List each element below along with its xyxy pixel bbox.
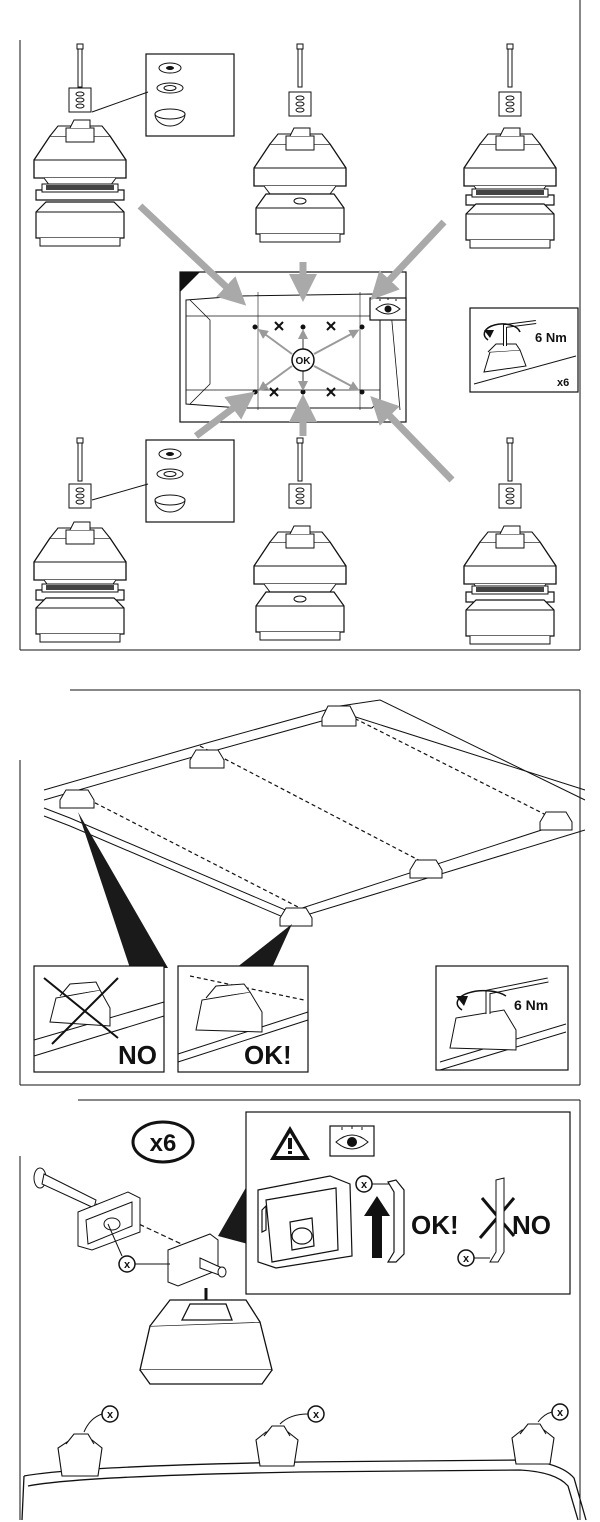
roof-plan: OK: [179, 271, 407, 423]
foot-icon: [463, 127, 557, 195]
foot-icon: [463, 525, 557, 593]
foot-icon: [33, 521, 127, 589]
panel-3-fitting: x6 x: [19, 1099, 587, 1521]
clip-part-left: [77, 1191, 141, 1251]
cross-icon: [269, 321, 336, 397]
svg-text:x: x: [361, 1179, 368, 1191]
ok-label: OK: [296, 356, 312, 367]
foot-icon: [139, 1299, 273, 1385]
callout-wedge-detail: [218, 1184, 248, 1244]
part-marker-5: x: [279, 1405, 325, 1425]
no-inset: NO: [33, 965, 165, 1073]
washer-icon: [498, 483, 522, 509]
svg-text:x: x: [107, 1409, 114, 1421]
foot-assembly-bottom-center: [253, 437, 347, 641]
ok-badge: [291, 348, 315, 372]
callout-wedge-no: [78, 812, 168, 968]
foot-icon: [253, 127, 347, 195]
washer-inset-bottom: [91, 439, 235, 523]
foot-icon: [253, 525, 347, 593]
callout-wedge-ok: [236, 924, 292, 968]
bolt-icon: [506, 43, 514, 88]
base-icon: [35, 201, 125, 247]
bolt-icon: [76, 437, 84, 482]
svg-text:x: x: [313, 1409, 320, 1421]
base-icon: [255, 193, 345, 243]
foot-assembly-top-center: [253, 43, 347, 243]
torque-label-2: 6 Nm: [514, 997, 548, 1013]
hex-key-icon: [503, 320, 537, 346]
base-icon: [255, 591, 345, 641]
bolt-icon: [296, 43, 304, 88]
base-icon: [465, 599, 555, 645]
eye-icon: [369, 297, 407, 321]
foot-assembly-top-right: [463, 43, 557, 249]
pad-icon: [35, 183, 125, 201]
washer-icon: [288, 483, 312, 509]
part-marker-3: x: [457, 1249, 490, 1267]
crossbar-lines: [69, 705, 561, 909]
svg-text:x: x: [463, 1253, 470, 1265]
panel-2-positioning: NO OK! 6 Nm: [19, 689, 586, 1086]
cross-icon: [43, 977, 119, 1045]
washer-icon: [68, 87, 92, 113]
warning-icon: [270, 1126, 310, 1160]
torque-label-1: 6 Nm: [535, 330, 567, 345]
part-marker-1: x: [107, 1223, 170, 1273]
count-badge: x6: [131, 1120, 195, 1164]
washer-icon: [68, 483, 92, 509]
ok-label-2: OK!: [244, 1040, 292, 1070]
bolt-icon: [33, 1167, 97, 1209]
roof-outline: [43, 699, 586, 921]
count-label: x6: [150, 1130, 177, 1157]
clip-part-right: [167, 1233, 227, 1287]
svg-text:x: x: [124, 1259, 131, 1271]
clip-detail: [257, 1175, 353, 1269]
base-icon: [465, 203, 555, 249]
multiplier-label-1: x6: [557, 377, 569, 389]
washer-icon: [288, 91, 312, 117]
svg-text:x: x: [557, 1407, 564, 1419]
eye-icon: [329, 1125, 375, 1157]
bolt-icon: [296, 437, 304, 482]
torque-inset-1: 6 Nm x6: [469, 307, 579, 393]
detail-inset: x OK! NO x: [245, 1111, 571, 1295]
roof-feet: [59, 705, 573, 927]
base-icon: [35, 597, 125, 643]
bracket-ok: [386, 1179, 405, 1263]
ok-inset: OK!: [177, 965, 309, 1073]
foot-assembly-top-left: [33, 43, 127, 247]
vehicle-roof: [21, 1459, 587, 1521]
pad-icon: [465, 188, 555, 206]
panel-1-assembly: OK: [19, 0, 581, 651]
no-label-3: NO: [512, 1210, 551, 1240]
hex-key-icon: [485, 977, 549, 1014]
bolt-icon: [506, 437, 514, 482]
washer-icon: [498, 91, 522, 117]
part-marker-4: x: [83, 1405, 119, 1433]
no-label-2: NO: [118, 1040, 157, 1070]
direction-arrows: [137, 203, 455, 483]
roof-feet-mounted: [57, 1423, 555, 1477]
bracket-no: [489, 1177, 505, 1263]
foot-assembly-bottom-right: [463, 437, 557, 645]
part-marker-6: x: [537, 1403, 569, 1423]
bolt-icon: [76, 43, 84, 88]
foot-assembly-bottom-left: [33, 437, 127, 643]
arrow-icon: [364, 1196, 390, 1258]
foot-icon: [33, 119, 127, 187]
torque-inset-2: 6 Nm: [435, 965, 569, 1071]
washer-inset-top: [91, 53, 235, 137]
ok-label-3: OK!: [411, 1210, 459, 1240]
